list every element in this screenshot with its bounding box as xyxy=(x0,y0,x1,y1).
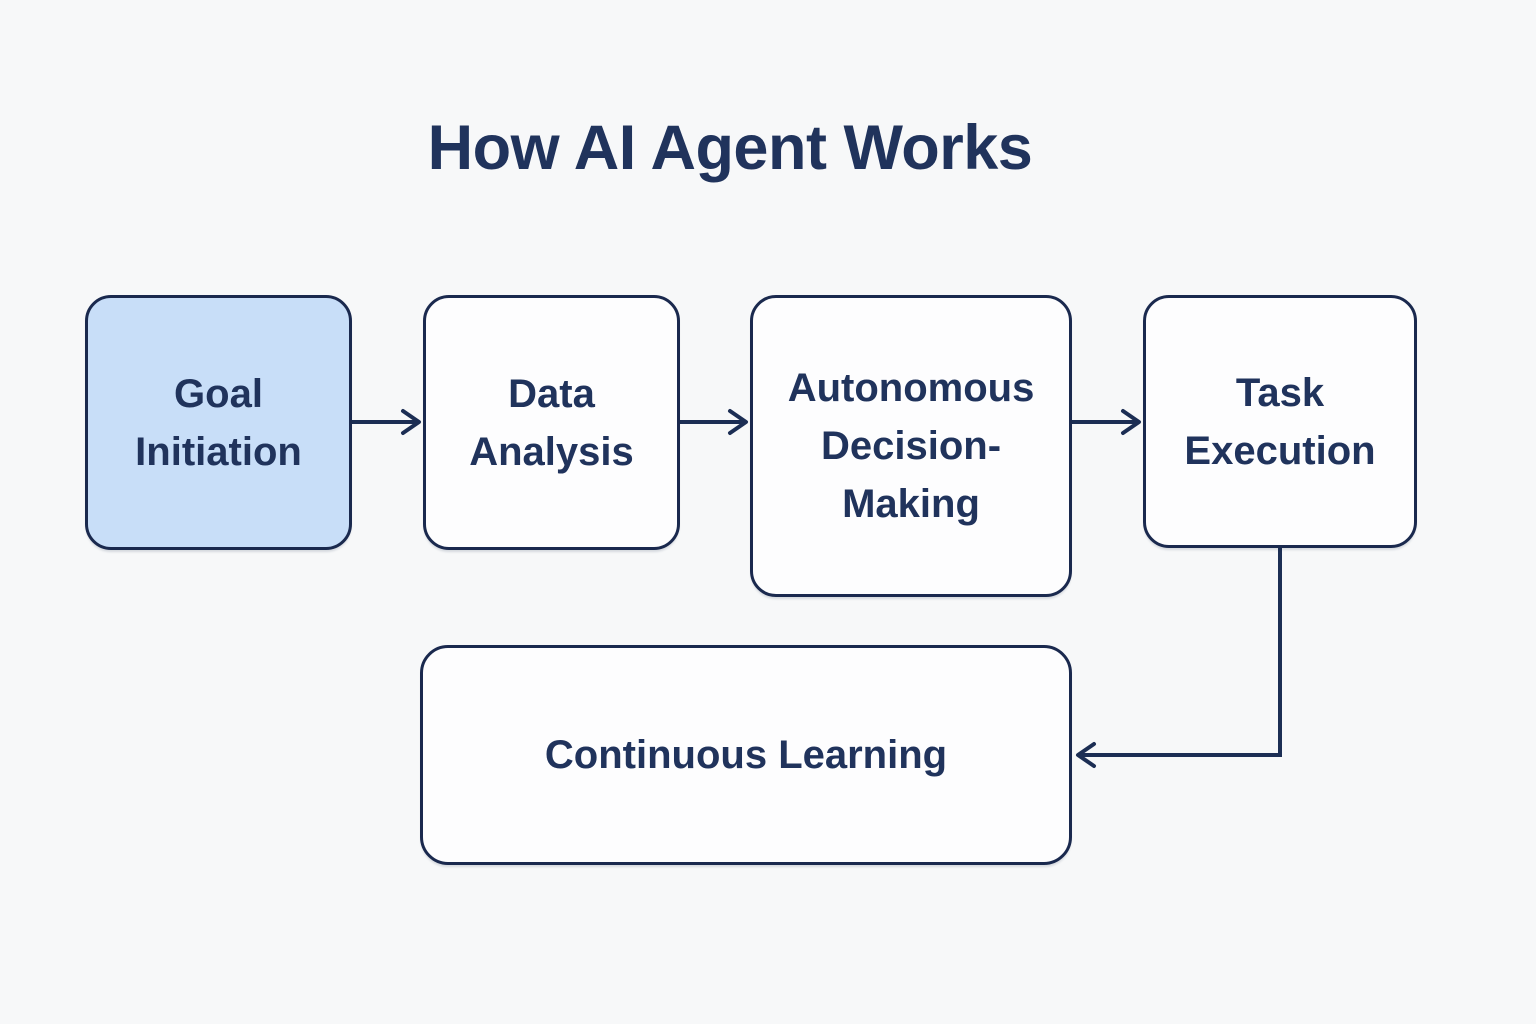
node-data-analysis: Data Analysis xyxy=(423,295,680,550)
node-label-data-analysis: Data Analysis xyxy=(469,371,634,474)
node-autonomous-decision-making: Autonomous Decision-Making xyxy=(750,295,1072,597)
node-task-execution: Task Execution xyxy=(1143,295,1417,548)
node-continuous-learning: Continuous Learning xyxy=(420,645,1072,865)
node-label-continuous-learning: Continuous Learning xyxy=(544,733,948,777)
node-label-autonomous-decision-making: Autonomous Decision-Making xyxy=(787,366,1035,526)
node-goal-initiation: Goal Initiation xyxy=(85,295,352,550)
node-label-goal-initiation: Goal Initiation xyxy=(135,371,302,474)
diagram-title: How AI Agent Works xyxy=(427,113,1033,183)
arrow-task-to-learning xyxy=(1076,548,1282,768)
node-label-task-execution: Task Execution xyxy=(1184,370,1376,473)
